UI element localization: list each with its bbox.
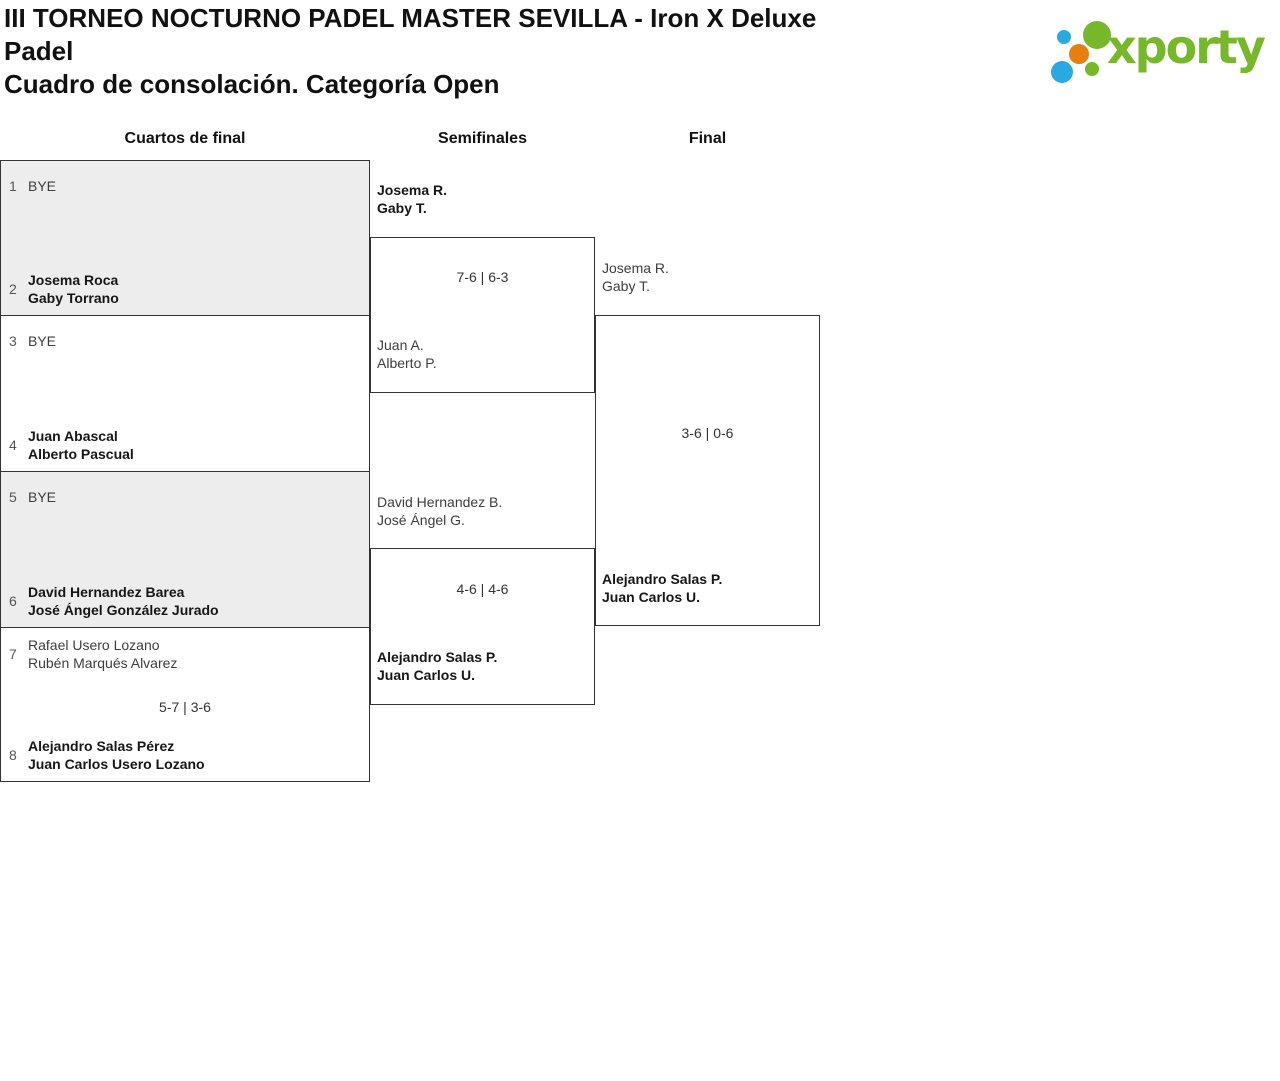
team-name: Alejandro Salas Pérez Juan Carlos Usero … (28, 738, 205, 772)
match-score: 5-7 | 3-6 (159, 699, 211, 715)
seed-number: 4 (9, 437, 17, 453)
seed-number: 3 (9, 333, 17, 349)
participant-row: 5 BYE (9, 488, 56, 506)
match-quarterfinal-3[interactable]: 5 BYE 6 David Hernandez Barea José Ángel… (0, 471, 370, 628)
match-semifinal-2[interactable] (370, 548, 595, 705)
team-name: Josema R. Gaby T. (377, 182, 448, 216)
team-name: Josema Roca Gaby Torrano (28, 272, 119, 306)
participant-row: 3 BYE (9, 332, 56, 350)
match-quarterfinal-2[interactable]: 3 BYE 4 Juan Abascal Alberto Pascual (0, 315, 370, 472)
participant-row: 1 BYE (9, 177, 56, 195)
participant-row: 7 Rafael Usero Lozano Rubén Marqués Alva… (9, 636, 177, 672)
team-name: Alejandro Salas P. Juan Carlos U. (377, 649, 498, 683)
team-name: Juan Abascal Alberto Pascual (28, 428, 134, 462)
seed-number: 1 (9, 178, 17, 194)
match-score: 7-6 | 6-3 (456, 269, 509, 285)
team-name: David Hernandez Barea José Ángel Gonzále… (28, 584, 219, 618)
xporty-logo[interactable]: xporty (1045, 15, 1275, 95)
team-name: Josema R. Gaby T. (602, 260, 669, 294)
team-name: Alejandro Salas P. Juan Carlos U. (602, 571, 723, 605)
title-block: III TORNEO NOCTURNO PADEL MASTER SEVILLA… (4, 2, 864, 101)
team-name: BYE (28, 489, 57, 505)
participant-row: 2 Josema Roca Gaby Torrano (9, 271, 119, 307)
seed-number: 7 (9, 646, 17, 662)
match-score: 4-6 | 4-6 (456, 581, 509, 597)
page-title: III TORNEO NOCTURNO PADEL MASTER SEVILLA… (4, 3, 817, 66)
participant-row: 4 Juan Abascal Alberto Pascual (9, 427, 134, 463)
team-name: Rafael Usero Lozano Rubén Marqués Alvare… (28, 637, 178, 671)
round-header-quarterfinals: Cuartos de final (124, 130, 246, 147)
team-name: BYE (28, 178, 57, 194)
seed-number: 5 (9, 489, 17, 505)
team-name: Juan A. Alberto P. (377, 337, 437, 371)
team-name: David Hernandez B. José Ángel G. (377, 494, 503, 528)
match-final[interactable] (595, 315, 820, 626)
seed-number: 2 (9, 281, 17, 297)
logo-wordmark: xporty (1107, 20, 1266, 74)
logo-dot-orange-icon (1069, 44, 1089, 64)
logo-dot-blue-small-icon (1057, 30, 1071, 44)
participant-row: 6 David Hernandez Barea José Ángel Gonzá… (9, 583, 219, 619)
seed-number: 8 (9, 747, 17, 763)
match-score: 3-6 | 0-6 (681, 425, 734, 441)
seed-number: 6 (9, 593, 17, 609)
match-semifinal-1[interactable] (370, 237, 595, 393)
page-subtitle: Cuadro de consolación. Categoría Open (4, 69, 500, 99)
match-quarterfinal-4[interactable]: 7 Rafael Usero Lozano Rubén Marqués Alva… (0, 627, 370, 782)
round-header-semifinals: Semifinales (438, 130, 527, 147)
logo-dot-green-small-icon (1085, 62, 1099, 76)
logo-dot-green-large-icon (1083, 21, 1111, 49)
round-header-final: Final (688, 130, 727, 147)
participant-row: 8 Alejandro Salas Pérez Juan Carlos User… (9, 737, 205, 773)
team-name: BYE (28, 333, 57, 349)
match-quarterfinal-1[interactable]: 1 BYE 2 Josema Roca Gaby Torrano (0, 160, 370, 316)
logo-dot-blue-large-icon (1051, 61, 1073, 83)
